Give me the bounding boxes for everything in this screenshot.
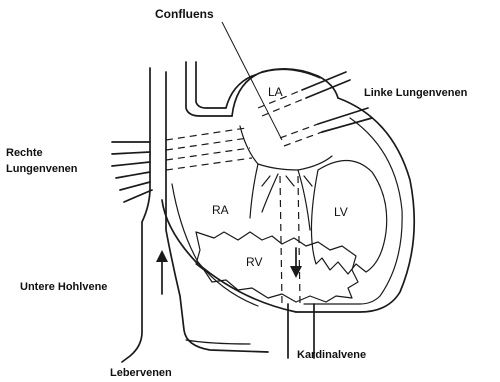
label-confluens: Confluens	[155, 7, 214, 21]
heart-inner-walls	[240, 126, 332, 230]
left-ventricle-cavity	[311, 160, 386, 274]
confluens-leader-line	[222, 22, 282, 140]
label-untere-hohlvene: Untere Hohlvene	[20, 281, 107, 293]
heart-outer-wall	[162, 98, 414, 312]
label-linke-lungenvenen: Linke Lungenvenen	[364, 87, 468, 99]
right-pulmonary-veins	[112, 142, 152, 202]
chamber-label-la: LA	[268, 85, 283, 99]
upper-vessel	[186, 62, 252, 116]
chamber-label-ra: RA	[212, 203, 229, 217]
down-arrow-icon	[290, 266, 302, 278]
chamber-label-lv: LV	[334, 205, 348, 219]
left-atrium-wall	[232, 69, 338, 116]
superior-vena-cava	[150, 68, 166, 155]
left-pulmonary-veins	[302, 72, 372, 132]
right-pulmonary-veins-dashed	[166, 128, 252, 170]
label-rechte-lungenvenen-line1: Rechte	[6, 147, 43, 159]
label-lebervenen: Lebervenen	[110, 367, 172, 379]
label-rechte-lungenvenen-line2: Lungenvenen	[6, 163, 78, 175]
label-kardinalvene: Kardinalvene	[297, 349, 366, 361]
chamber-label-rv: RV	[246, 255, 262, 269]
up-arrow-icon	[156, 250, 168, 262]
